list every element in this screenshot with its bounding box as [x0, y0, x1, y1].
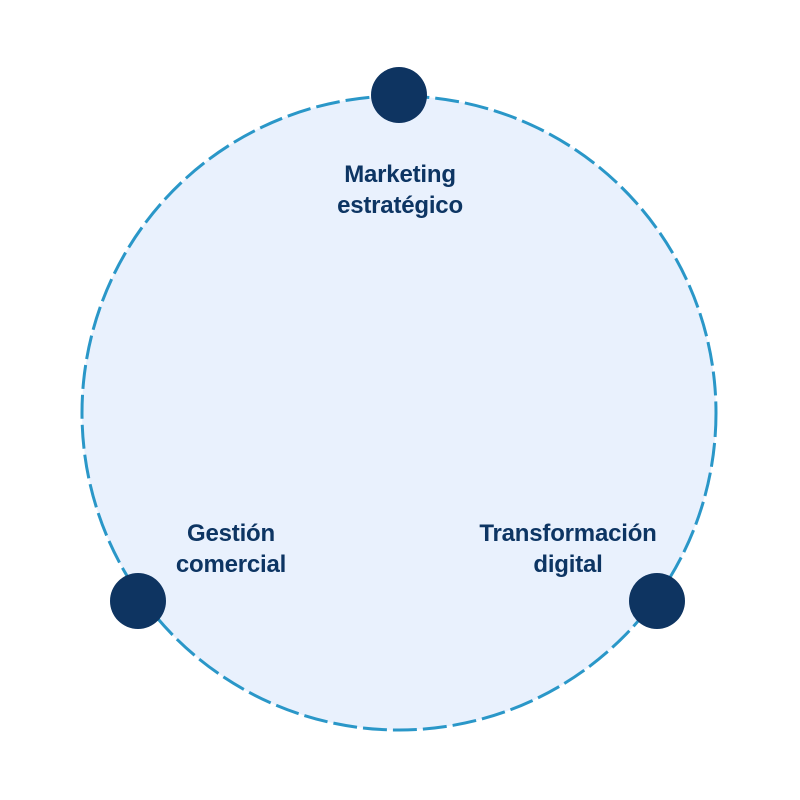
node-label-line1: Marketing: [344, 161, 456, 188]
node-label-marketing: Marketing estratégico: [300, 159, 500, 221]
node-label-line2: comercial: [175, 551, 287, 578]
node-label-gestion: Gestión comercial: [131, 518, 331, 580]
node-dot-top: [371, 67, 427, 123]
node-dot-bottom-left: [110, 573, 166, 629]
node-label-line1: Transformación: [479, 520, 657, 547]
node-dot-bottom-right: [629, 573, 685, 629]
node-label-line2: estratégico: [337, 192, 463, 219]
node-label-transformacion: Transformación digital: [458, 518, 678, 580]
node-label-line2: digital: [533, 551, 603, 578]
node-label-line1: Gestión: [187, 520, 275, 547]
